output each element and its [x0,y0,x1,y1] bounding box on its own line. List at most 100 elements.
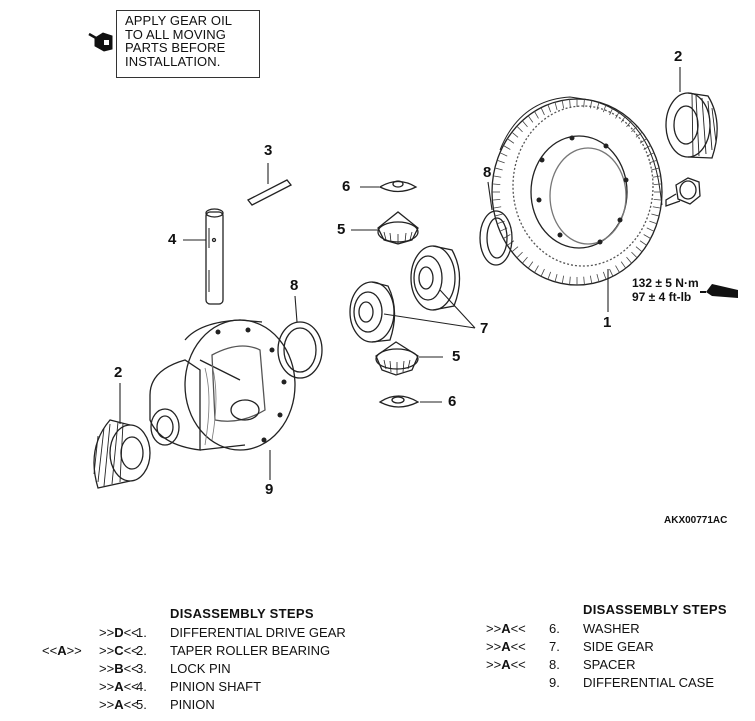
gear-tooth [496,159,505,164]
steps-right-title: DISASSEMBLY STEPS [583,602,727,617]
gear-tooth [540,268,545,277]
step-name: TAPER ROLLER BEARING [170,643,331,658]
gear-tooth [561,100,565,109]
torque-ftlb: 97 ± 4 ft-lb [632,290,692,304]
gear-tooth [534,111,539,119]
note-line: PARTS BEFORE [125,40,226,56]
step-number: 1. [136,625,147,640]
gear-tooth [554,274,558,282]
figure-code: AKX00771AC [664,515,728,526]
gear-tooth [609,268,614,277]
gear-tooth [649,159,658,164]
gear-tooth [635,246,643,253]
gear-tooth [522,256,528,264]
side-gear-upper [410,245,461,311]
pinion-top [377,211,419,245]
gear-tooth [589,100,593,109]
gear-tooth [527,261,534,269]
gear-tooth [540,107,545,116]
gear-tooth [511,131,519,138]
torque-nm: 132 ± 5 N·m [632,276,699,290]
step-name: LOCK PIN [170,661,231,676]
taper-roller-bearing-top [665,92,718,159]
gear-tooth [554,102,558,110]
gear-tooth [511,246,519,253]
step-number: 7. [549,639,560,654]
gear-tooth [615,111,620,119]
washer-top [378,180,418,193]
gear-tooth [492,183,501,185]
callout-7: 7 [480,320,489,337]
step-ref: <<A>> [42,643,82,658]
step-number: 3. [136,661,147,676]
gear-tooth [615,265,620,273]
gear-tooth [651,213,660,217]
gear-tooth [652,175,661,178]
step-row: >>A<< 8. SPACER [0,656,755,674]
gear-tooth [639,138,647,144]
step-name: PINION SHAFT [170,679,262,694]
callout-9: 9 [265,481,274,498]
gear-tooth [652,206,661,209]
note-line: APPLY GEAR OIL [125,13,233,28]
gear-tooth [602,104,607,113]
gear-bolt [665,177,701,207]
gear-tooth [507,138,515,144]
gear-tooth [602,271,607,280]
callout-1: 1 [603,314,612,331]
gear-tooth [649,220,658,225]
callout-3: 3 [264,142,273,159]
step-name: DIFFERENTIAL DRIVE GEAR [170,625,346,640]
callout-8-right: 8 [483,164,492,181]
step-tag: >>A<< [486,639,526,654]
leader-lines [119,67,681,480]
steps-left-title: DISASSEMBLY STEPS [170,606,314,621]
callout-4: 4 [168,231,177,248]
step-row: 9. DIFFERENTIAL CASE [0,674,755,692]
differential-drive-gear [491,96,663,286]
gear-tooth [631,251,638,259]
step-tag: >>A<< [99,697,139,712]
step-tag: >>A<< [486,657,526,672]
gear-tooth [547,104,552,113]
step-tag: >>C<< [99,643,139,658]
step-tag: >>B<< [99,661,139,676]
differential-case [149,319,296,451]
gear-tooth [651,167,660,171]
gear-tooth [646,227,655,232]
step-row: >>A<< 4. PINION SHAFT [0,678,400,696]
callout-6-top: 6 [342,178,351,195]
note-line: TO ALL MOVING [125,26,226,42]
sealant-tube-icon [700,284,738,298]
gear-tooth [609,107,614,116]
gear-tooth [507,240,515,246]
gear-tooth [589,275,593,284]
step-row: >>B<< 3. LOCK PIN [0,660,400,678]
gear-tooth [596,274,600,282]
step-tag: >>A<< [99,679,139,694]
gear-tooth [635,131,643,138]
gear-tooth [493,175,502,178]
step-row: >>A<< 6. WASHER [0,620,755,638]
gear-oil-note-box: APPLY GEAR OIL TO ALL MOVING PARTS BEFOR… [116,10,260,78]
step-tag: >>A<< [486,621,526,636]
gear-tooth [643,145,651,150]
gear-tooth [561,275,565,284]
gear-tooth [493,206,502,209]
step-number: 8. [549,657,560,672]
steps-right-list: >>A<< 6. WASHER >>A<< 7. SIDE GEAR >>A<<… [0,620,755,692]
callout-2-top: 2 [674,48,683,65]
gear-tooth [620,115,627,123]
step-tag: >>D<< [99,625,139,640]
step-row: >>D<< 1. DIFFERENTIAL DRIVE GEAR [0,624,400,642]
gear-tooth [503,145,511,150]
gear-tooth [596,102,600,110]
washer-bottom [378,395,420,408]
gear-tooth [547,271,552,280]
gear-tooth [639,240,647,246]
gear-tooth [653,199,662,201]
gear-tooth [643,234,651,239]
exploded-view-drawing [88,32,738,489]
step-row: >>A<< 5. PINION [0,696,400,714]
gear-tooth [494,213,503,217]
